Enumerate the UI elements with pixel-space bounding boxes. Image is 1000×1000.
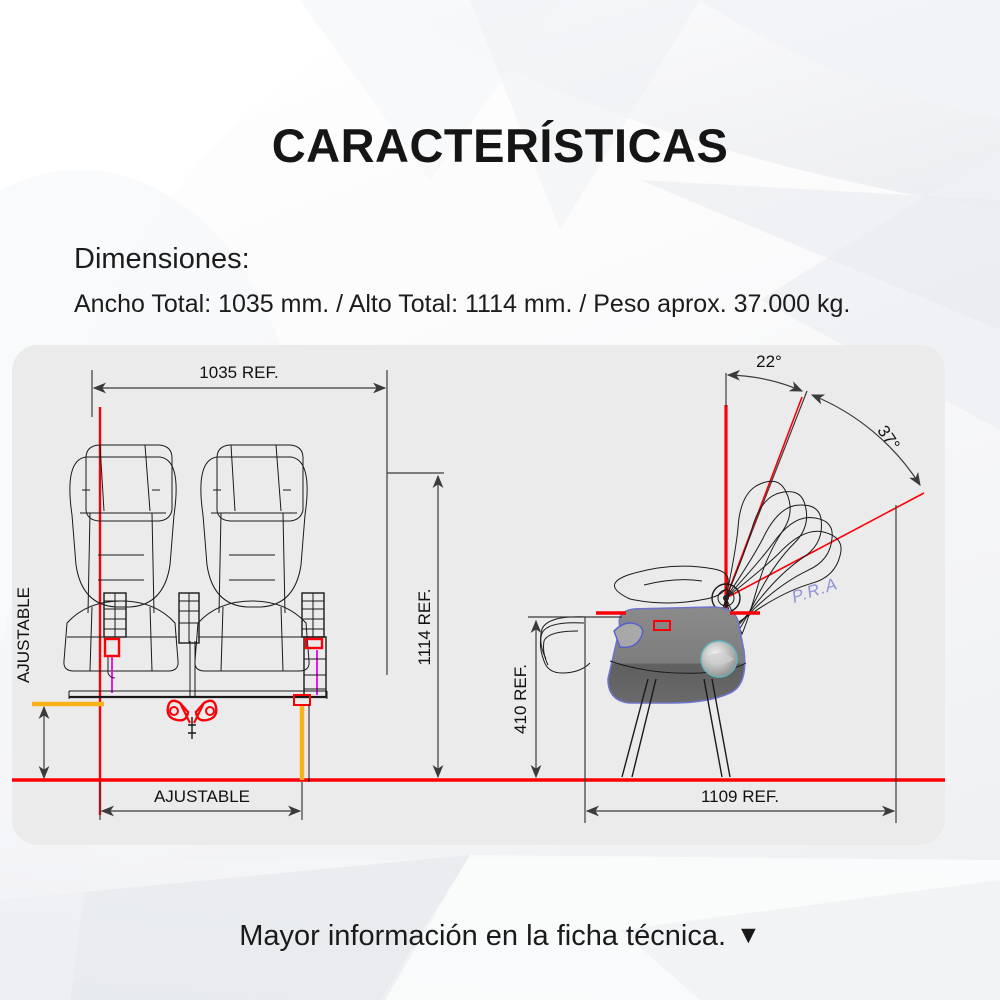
dimensions-heading: Dimensiones: <box>74 243 250 275</box>
adjustable-indicators <box>32 694 311 782</box>
seat-base-frame <box>68 641 328 699</box>
angle-22-label: 22° <box>756 352 782 371</box>
adjustable-horizontal-dimension: AJUSTABLE <box>99 782 303 820</box>
belt-buckle-assembly <box>166 699 218 739</box>
recline-angle-dimensions: 22° 37° <box>725 352 925 599</box>
technical-drawing: 1035 REF. 1114 REF. <box>12 352 945 823</box>
adjustable-vertical-label: AJUSTABLE <box>14 587 33 683</box>
front-seat-left <box>63 444 179 672</box>
angle-37-label: 37° <box>873 422 903 454</box>
chevron-down-icon: ▼ <box>736 921 761 949</box>
adjustable-horizontal-label: AJUSTABLE <box>154 787 250 806</box>
front-seat-right <box>194 444 310 672</box>
side-armrests <box>539 616 644 674</box>
seat-height-dimension: 410 REF. <box>511 616 622 779</box>
footer-text: Mayor información en la ficha técnica. <box>239 920 727 952</box>
seat-rail-left <box>103 637 121 693</box>
front-view-group: 1035 REF. 1114 REF. <box>14 363 444 820</box>
side-headrest <box>614 565 729 604</box>
seat-length-dimension: 1109 REF. <box>584 505 897 823</box>
seat-rail-right <box>303 636 327 698</box>
height-dimension-label: 1114 REF. <box>415 589 434 666</box>
seat-hardware-blocks <box>103 592 325 644</box>
technical-drawing-panel: 1035 REF. 1114 REF. <box>12 345 945 845</box>
height-dimension: 1114 REF. <box>387 472 444 779</box>
adjustable-vertical-dimension: AJUSTABLE <box>14 587 50 780</box>
side-seat-legs <box>621 678 731 778</box>
side-view-group: 22° 37° <box>511 352 925 823</box>
seat-height-label: 410 REF. <box>511 664 530 734</box>
dimensions-values: Ancho Total: 1035 mm. / Alto Total: 1114… <box>74 290 851 318</box>
width-dimension: 1035 REF. <box>91 363 388 675</box>
side-seat-body <box>596 606 760 704</box>
width-dimension-label: 1035 REF. <box>199 363 278 382</box>
footer-note: Mayor información en la ficha técnica. ▼ <box>0 920 1000 953</box>
pra-label: P.R.A <box>789 574 840 607</box>
seat-length-label: 1109 REF. <box>701 787 779 806</box>
page-title: CARACTERÍSTICAS <box>271 119 729 172</box>
